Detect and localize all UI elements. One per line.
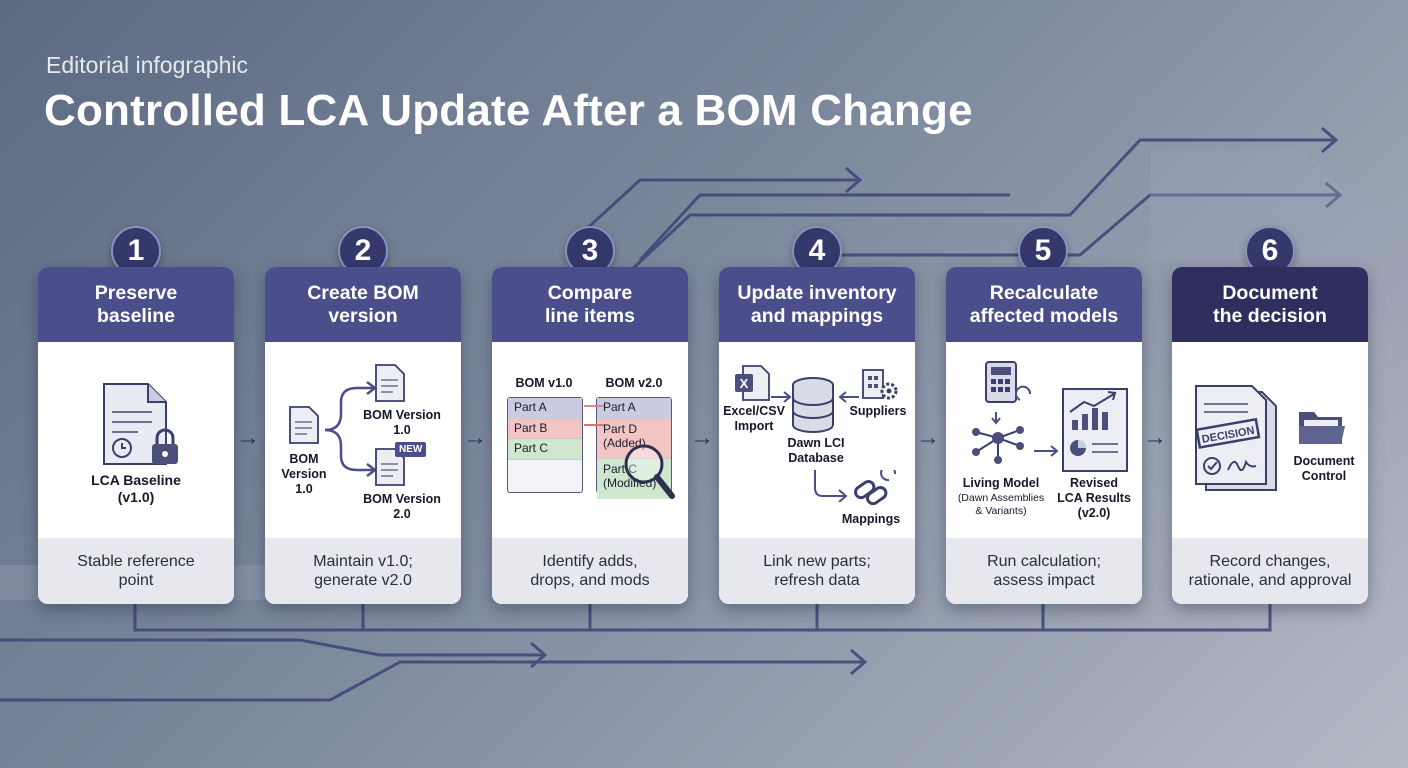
document-icon xyxy=(289,406,319,444)
document-icon xyxy=(375,448,405,486)
mappings-label: Mappings xyxy=(841,512,901,526)
bom-v2-table: Part A Part D (Added) Part C (Modified) xyxy=(596,397,672,499)
step-description: Record changes, rationale, and approval xyxy=(1172,538,1368,604)
svg-text:X: X xyxy=(740,376,749,391)
step-description: Stable reference point xyxy=(38,538,234,604)
step-illustration: BOM v1.0 BOM v2.0 Part A Part B Part C P… xyxy=(492,342,688,538)
suppliers-label: Suppliers xyxy=(849,404,907,418)
arrow-icon xyxy=(814,470,848,502)
link-icon xyxy=(854,470,897,506)
new-badge: NEW xyxy=(395,442,427,457)
document-control-label: Document Control xyxy=(1293,454,1355,483)
table-row: Part A xyxy=(508,398,582,419)
step-illustration: Living Model (Dawn Assemblies & Variants… xyxy=(946,342,1142,538)
step-illustration: LCA Baseline (v1.0) xyxy=(38,342,234,538)
chart-report-icon xyxy=(1062,388,1128,472)
arrow-icon xyxy=(1034,445,1059,457)
step-title: Update inventory and mappings xyxy=(719,267,915,342)
table-v1-title: BOM v1.0 xyxy=(515,376,573,390)
step-card-recalculate-models: Recalculate affected models xyxy=(946,267,1142,604)
database-label: Dawn LCI Database xyxy=(787,436,845,465)
bom-version-1-label: BOM Version 1.0 xyxy=(363,408,441,437)
step-description: Link new parts; refresh data xyxy=(719,538,915,604)
step-card-compare-line-items: Compare line items BOM v1.0 BOM v2.0 Par… xyxy=(492,267,688,604)
document-icon xyxy=(103,383,167,465)
bom-v1-table: Part A Part B Part C xyxy=(507,397,583,493)
step-title: Recalculate affected models xyxy=(946,267,1142,342)
document-icon xyxy=(375,364,405,402)
step-card-document-decision: Document the decision DECISION Document … xyxy=(1172,267,1368,604)
lock-icon xyxy=(152,428,178,464)
flow-arrow-icon: → xyxy=(916,424,940,451)
bom-version-2-label: BOM Version 2.0 xyxy=(363,492,441,521)
calculator-icon xyxy=(985,361,1032,403)
baseline-label: LCA Baseline (v1.0) xyxy=(91,472,181,505)
step-title: Compare line items xyxy=(492,267,688,342)
table-row: Part B xyxy=(508,418,582,439)
step-title: Document the decision xyxy=(1172,267,1368,342)
step-title: Preserve baseline xyxy=(38,267,234,342)
step-card-preserve-baseline: Preserve baseline LCA Baseline (v1.0) St… xyxy=(38,267,234,604)
step-description: Maintain v1.0; generate v2.0 xyxy=(265,538,461,604)
decision-document-icon: DECISION xyxy=(1195,385,1277,491)
flow-arrow-icon: → xyxy=(1143,424,1167,451)
table-row: Part D (Added) xyxy=(597,418,671,459)
arrow-icon xyxy=(838,391,859,403)
flow-arrow-icon: → xyxy=(463,424,487,451)
bom-source-label: BOM Version 1.0 xyxy=(281,452,327,496)
revised-results-label: Revised LCA Results (v2.0) xyxy=(1057,476,1131,520)
magnifier-icon xyxy=(624,444,675,499)
step-illustration: X Excel/CSV Import Suppliers Dawn LCI Da… xyxy=(719,342,915,538)
living-model-label: Living Model xyxy=(962,476,1040,490)
step-illustration: DECISION Document Control xyxy=(1172,342,1368,538)
step-description: Run calculation; assess impact xyxy=(946,538,1142,604)
step-title: Create BOM version xyxy=(265,267,461,342)
step-card-create-bom-version: Create BOM version NEW BOM Version 1. xyxy=(265,267,461,604)
table-v2-title: BOM v2.0 xyxy=(605,376,663,390)
living-model-sublabel: (Dawn Assemblies & Variants) xyxy=(957,492,1045,517)
table-row: Part C xyxy=(508,439,582,460)
table-row: Part A xyxy=(597,398,671,419)
eyebrow-text: Editorial infographic xyxy=(46,52,249,78)
factory-gear-icon xyxy=(862,369,898,400)
tree-icon xyxy=(972,412,1024,464)
import-label: Excel/CSV Import xyxy=(723,404,785,433)
excel-file-icon: X xyxy=(735,365,770,401)
flow-arrow-icon: → xyxy=(236,424,260,451)
page-title: Controlled LCA Update After a BOM Change xyxy=(44,86,973,135)
folder-icon xyxy=(1299,412,1345,444)
branch-arrow-icon xyxy=(324,381,378,477)
compare-connector xyxy=(584,405,604,426)
step-illustration: NEW BOM Version 1.0 BOM Version 1.0 BOM … xyxy=(265,342,461,538)
flow-arrow-icon: → xyxy=(690,424,714,451)
step-description: Identify adds, drops, and mods xyxy=(492,538,688,604)
database-icon xyxy=(792,377,834,433)
arrow-icon xyxy=(771,391,792,403)
step-card-update-inventory: Update inventory and mappings X Excel/CS… xyxy=(719,267,915,604)
